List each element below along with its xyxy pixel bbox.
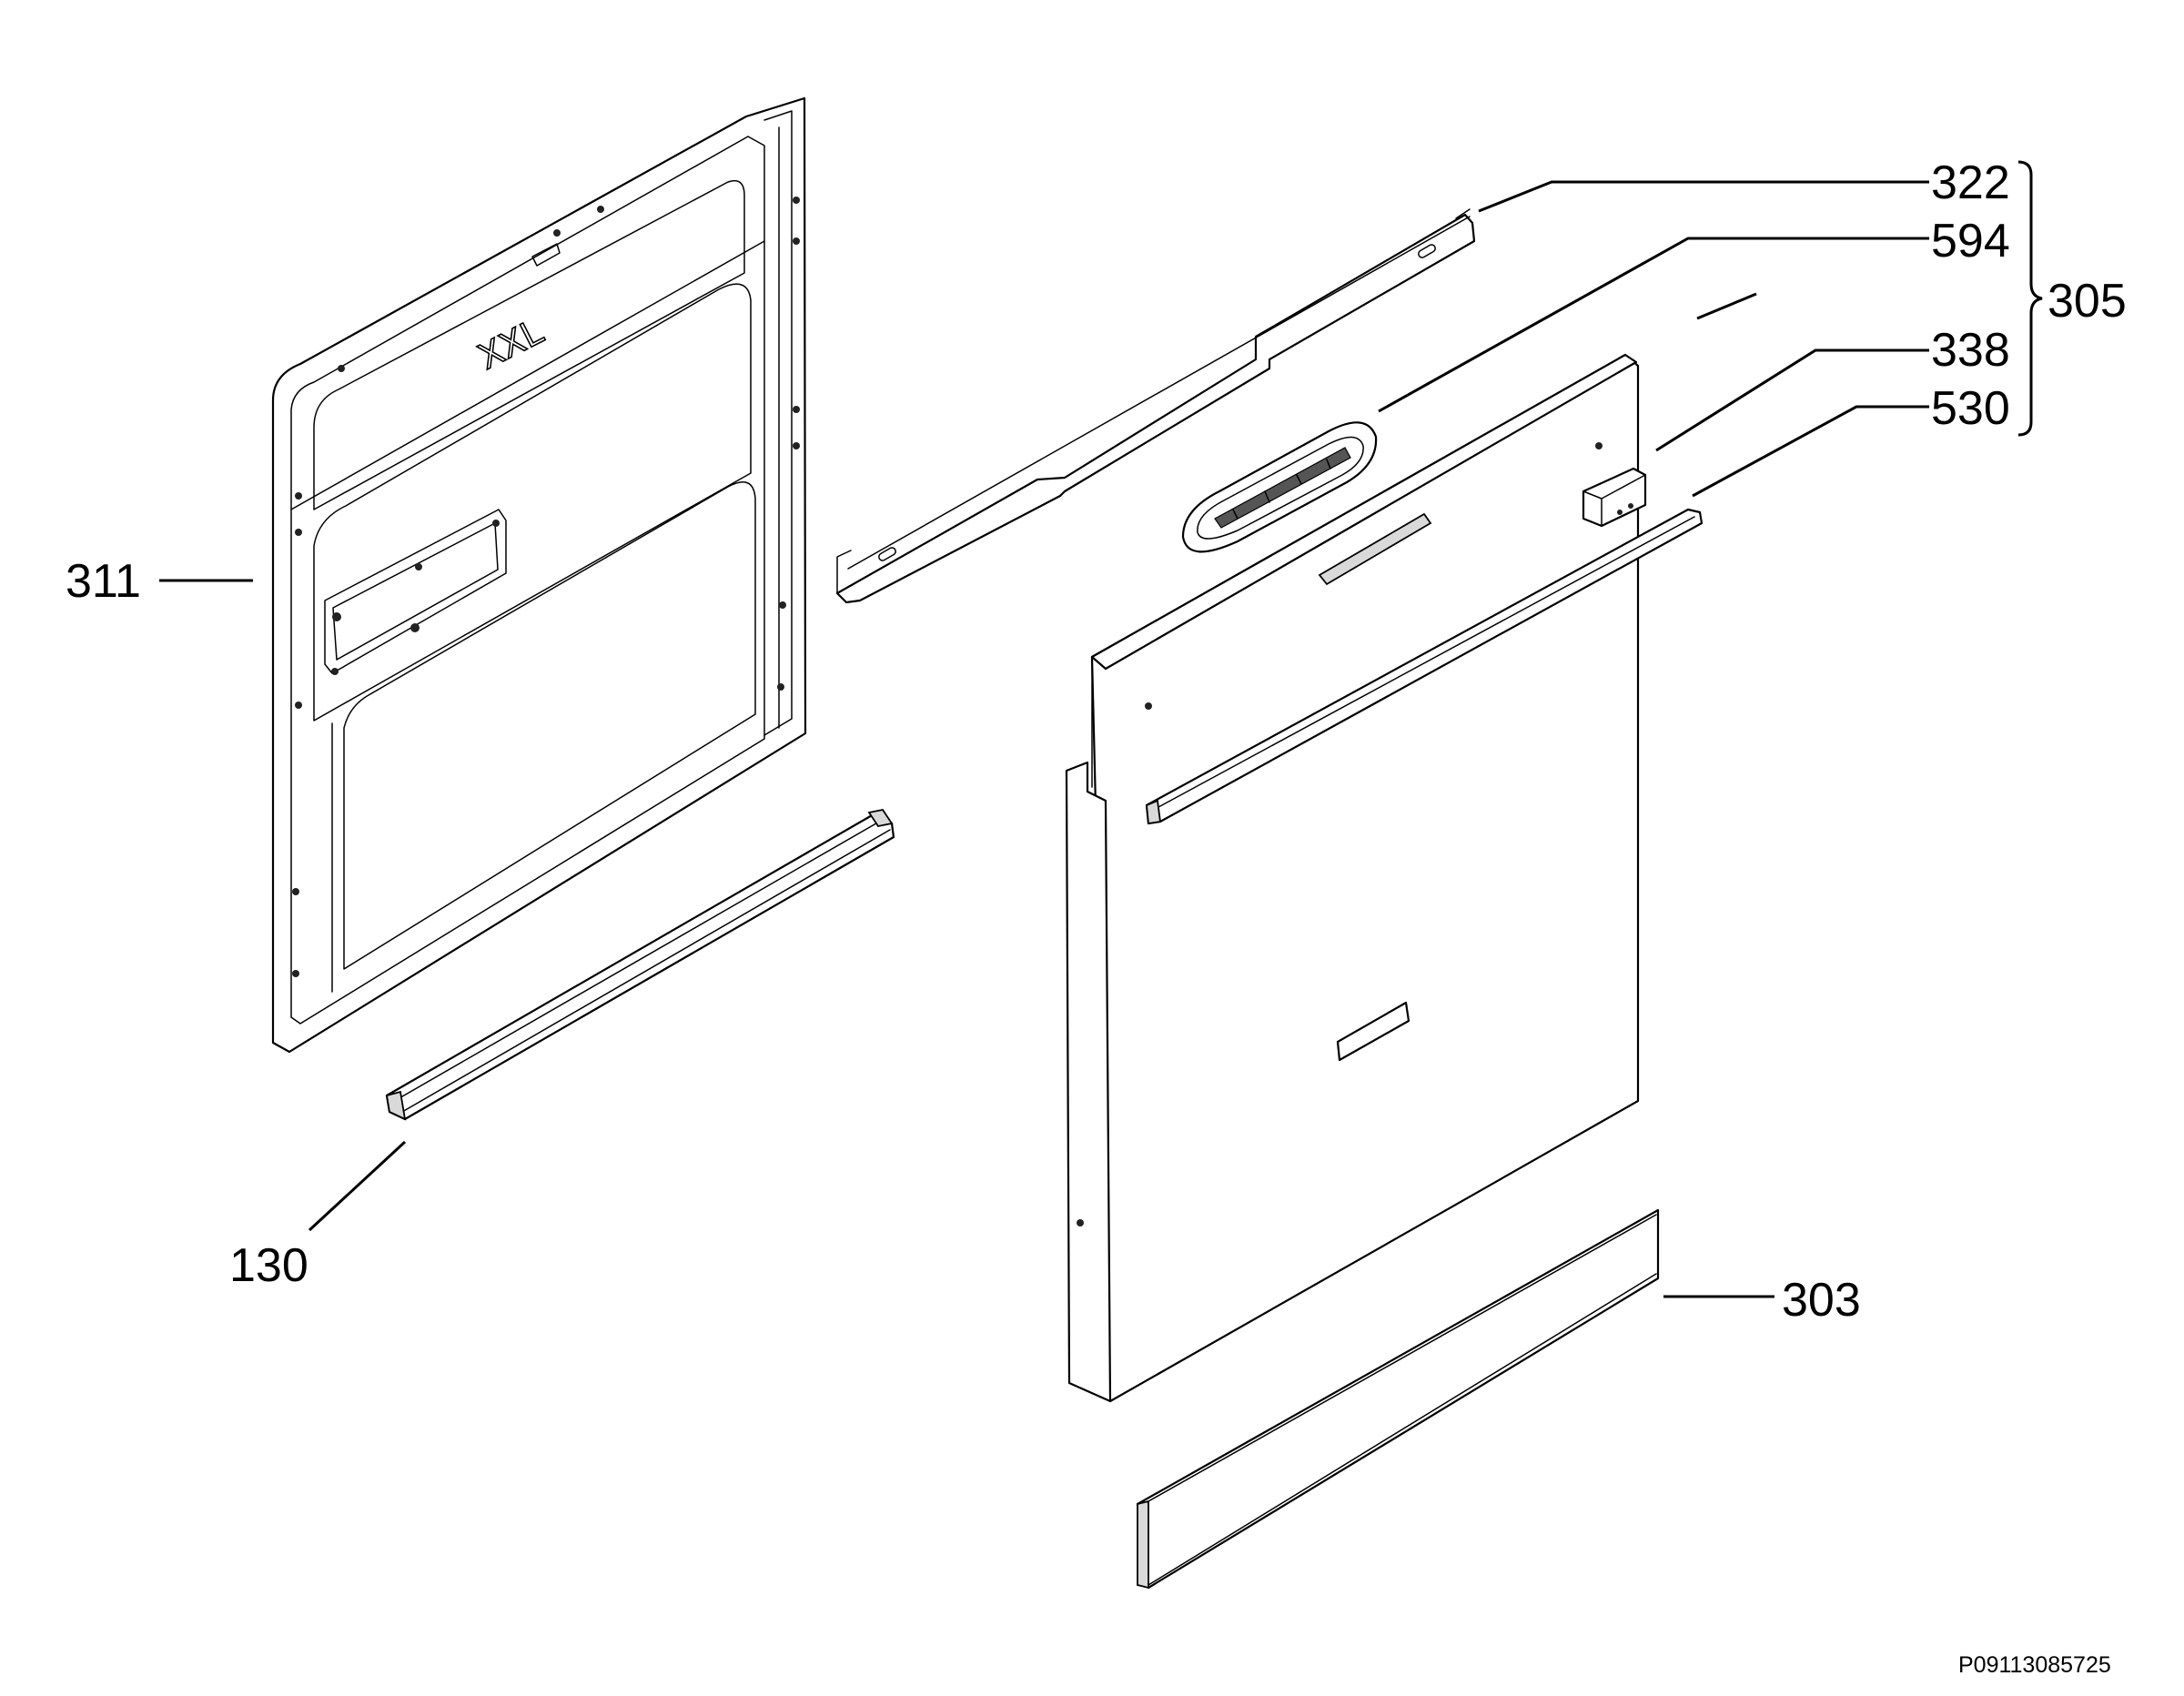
callout-338: 338 bbox=[1931, 324, 2010, 377]
kick-plate-303 bbox=[1136, 1208, 1660, 1590]
document-id: P09113085725 bbox=[1958, 1652, 2111, 1678]
callout-322: 322 bbox=[1931, 156, 2010, 209]
callout-311: 311 bbox=[66, 555, 141, 608]
callout-305: 305 bbox=[2048, 275, 2127, 328]
callout-labels: 311 130 322 594 305 338 530 303 bbox=[66, 156, 2127, 1327]
bottom-seal-130 bbox=[385, 808, 895, 1121]
door-strip-530 bbox=[1145, 508, 1704, 825]
leader-lines bbox=[159, 160, 2043, 1298]
control-bezel-594 bbox=[1181, 421, 1378, 553]
callout-530: 530 bbox=[1931, 382, 2010, 435]
outer-door-305 bbox=[1065, 353, 1640, 1403]
top-rail-322 bbox=[835, 208, 1476, 604]
callout-303: 303 bbox=[1782, 1274, 1861, 1327]
hinge-block-338 bbox=[1582, 467, 1647, 528]
callout-130: 130 bbox=[229, 1239, 308, 1292]
callout-594: 594 bbox=[1931, 215, 2010, 268]
inner-door-panel-311: XXL bbox=[271, 96, 807, 1054]
